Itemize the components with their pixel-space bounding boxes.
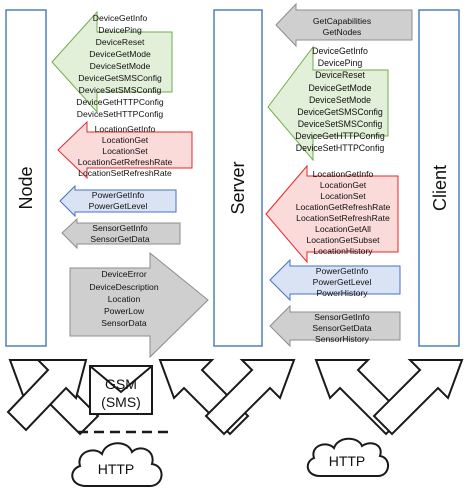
http-right-label: HTTP xyxy=(329,453,366,469)
left-green-labels: DeviceGetInfo DevicePing DeviceReset Dev… xyxy=(76,13,164,119)
label: SensorGetInfo xyxy=(92,223,148,233)
label: LocationHistory xyxy=(313,246,373,256)
label: PowerGetInfo xyxy=(316,266,369,276)
node-column xyxy=(5,9,47,347)
label: PowerGetInfo xyxy=(92,190,145,200)
right-red-labels: LocationGetInfo LocationGet LocationSet … xyxy=(296,169,391,256)
label: LocationGet xyxy=(102,135,149,145)
label: LocationSetRefreshRate xyxy=(78,168,172,178)
left-green-arrow xyxy=(51,10,173,114)
gsm-label: GSM xyxy=(105,376,137,392)
label: DeviceSetMode xyxy=(309,95,371,105)
label: DeviceGetHTTPConfig xyxy=(295,131,385,141)
left-red-arrow xyxy=(57,120,193,180)
right-red-arrow xyxy=(265,164,399,264)
left-gray-labels: SensorGetInfo SensorGetData xyxy=(90,223,149,244)
label: DeviceSetSMSConfig xyxy=(298,119,383,129)
left-big-gray-arrow xyxy=(69,251,209,359)
sms-label: (SMS) xyxy=(101,394,141,410)
label: LocationGetAll xyxy=(315,224,371,234)
label: GetCapabilities xyxy=(313,16,371,26)
label: PowerLow xyxy=(104,306,145,316)
label: DeviceReset xyxy=(96,37,145,47)
right-top-gray-labels: GetCapabilities GetNodes xyxy=(313,16,371,37)
label: LocationSet xyxy=(102,146,148,156)
label: LocationSetRefreshRate xyxy=(296,213,390,223)
label: DevicePing xyxy=(318,58,363,68)
label: PowerHistory xyxy=(316,288,368,298)
http-cloud-left-icon xyxy=(71,442,163,487)
label: LocationSet xyxy=(320,191,366,201)
label: SensorGetInfo xyxy=(314,312,370,322)
label: DeviceSetMode xyxy=(90,61,151,71)
label: GetNodes xyxy=(323,27,362,37)
label: DeviceDescription xyxy=(89,282,158,292)
client-column xyxy=(418,9,460,347)
label: Location xyxy=(108,294,141,304)
label: SensorGetData xyxy=(90,234,149,244)
left-blue-arrow xyxy=(59,184,177,218)
label: LocationGetSubset xyxy=(306,235,380,245)
label: DeviceSetHTTPConfig xyxy=(77,109,164,119)
left-blue-labels: PowerGetInfo PowerGetLevel xyxy=(89,190,148,211)
right-top-gray-arrow xyxy=(275,2,413,48)
label: LocationGetRefreshRate xyxy=(78,157,173,167)
label: PowerGetLevel xyxy=(313,277,372,287)
right-blue-arrow xyxy=(269,258,401,302)
label: LocationGetInfo xyxy=(313,169,374,179)
label: DeviceGetHTTPConfig xyxy=(76,97,164,107)
label: LocationGetRefreshRate xyxy=(296,202,391,212)
gsm-to-node-arrow xyxy=(6,359,88,432)
client-up-right-arrow xyxy=(372,359,464,436)
label: PowerGetLevel xyxy=(89,201,148,211)
left-red-labels: LocationGetInfo LocationGet LocationSet … xyxy=(78,124,173,178)
label: DeviceSetSMSConfig xyxy=(79,85,162,95)
label: SensorGetData xyxy=(312,323,371,333)
right-green-arrow xyxy=(267,45,389,162)
label: DeviceGetInfo xyxy=(312,46,368,56)
right-gray-labels: SensorGetInfo SensorGetData SensorHistor… xyxy=(312,312,371,344)
label: LocationGet xyxy=(320,180,367,190)
server-up-right-arrow xyxy=(204,359,296,436)
transport-arrows xyxy=(6,359,464,436)
http-cloud-right-icon xyxy=(306,437,389,477)
left-gray-arrow xyxy=(61,217,181,250)
label: DeviceGetInfo xyxy=(93,13,148,23)
label: DeviceSetHTTPConfig xyxy=(296,143,385,153)
node-label: Node xyxy=(16,166,36,209)
gsm-envelope-icon xyxy=(89,365,153,415)
server-label: Server xyxy=(228,161,248,214)
right-green-labels: DeviceGetInfo DevicePing DeviceReset Dev… xyxy=(295,46,385,153)
label: DeviceGetMode xyxy=(308,83,371,93)
server-column xyxy=(213,9,263,347)
right-blue-labels: PowerGetInfo PowerGetLevel PowerHistory xyxy=(313,266,372,298)
label: DeviceGetSMSConfig xyxy=(297,107,383,117)
label: SensorData xyxy=(101,318,147,328)
label: SensorHistory xyxy=(315,334,370,344)
label: DeviceReset xyxy=(315,70,365,80)
http-left-label: HTTP xyxy=(98,461,135,477)
label: DeviceError xyxy=(101,269,147,279)
label: DeviceGetMode xyxy=(89,49,151,59)
client-label: Client xyxy=(430,165,450,211)
label: LocationGetInfo xyxy=(95,124,156,134)
right-gray-arrow xyxy=(269,304,401,348)
left-big-gray-labels: DeviceError DeviceDescription Location P… xyxy=(89,269,158,328)
label: DeviceGetSMSConfig xyxy=(78,73,162,83)
label: DevicePing xyxy=(98,25,142,35)
